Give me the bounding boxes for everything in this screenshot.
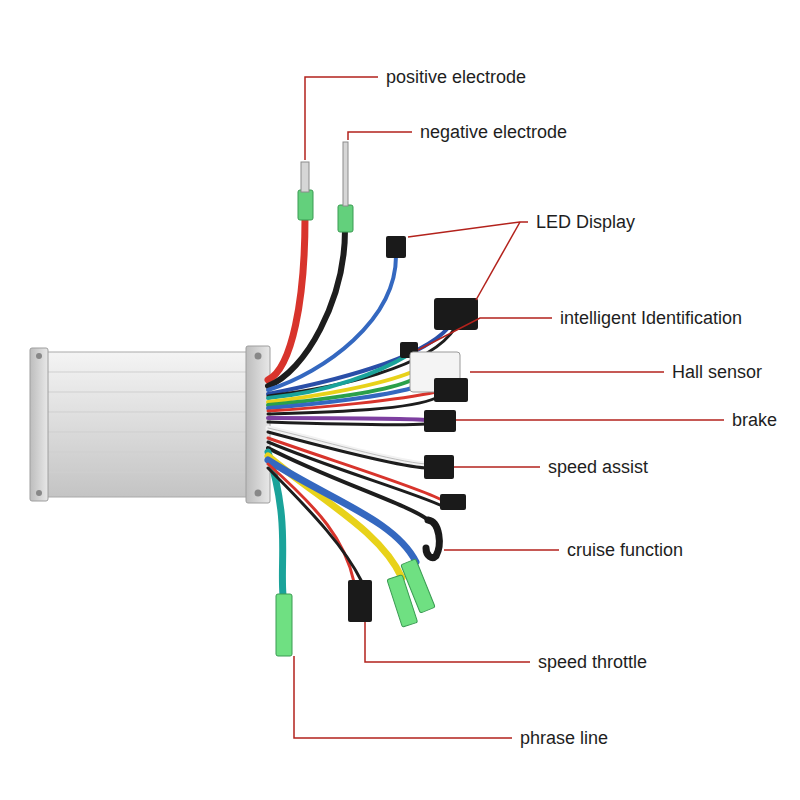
callout-label: speed throttle xyxy=(536,651,649,673)
callout-label: phrase line xyxy=(518,727,610,749)
callout-label: Hall sensor xyxy=(670,361,764,383)
leader-lines xyxy=(294,77,724,738)
callout-label: negative electrode xyxy=(418,121,569,143)
controller-housing xyxy=(30,346,270,503)
wire-bundle xyxy=(268,218,455,595)
callout-label: cruise function xyxy=(565,539,685,561)
callout-label: positive electrode xyxy=(384,66,528,88)
callout-label: brake xyxy=(730,409,779,431)
callout-label: LED Display xyxy=(534,211,637,233)
wire-terminals xyxy=(276,142,478,656)
callout-label: speed assist xyxy=(546,456,650,478)
callout-label: intelligent Identification xyxy=(558,307,744,329)
